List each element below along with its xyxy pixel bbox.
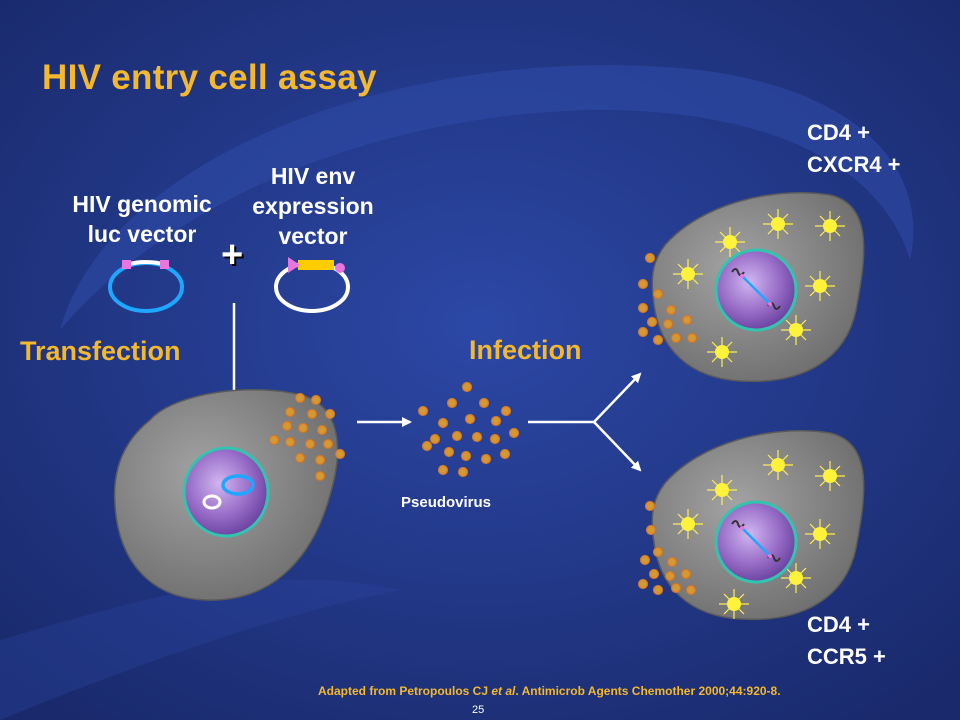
promoter-arrow [288, 257, 300, 273]
receptor-burst [673, 450, 845, 619]
receptor-burst [673, 209, 845, 367]
nuclear-plasmid-white [202, 494, 222, 510]
env-expression-plasmid [274, 257, 350, 313]
label-line: CCR5 + [807, 644, 886, 669]
integrated-provirus [731, 520, 781, 562]
plus-sign: + [221, 234, 244, 276]
page-number: 25 [472, 704, 485, 716]
ccr5-receptor-label: CD4 + CCR5 + [807, 609, 886, 673]
integrated-provirus [731, 268, 781, 310]
env-vector-label: HIV env expression vector [228, 161, 398, 251]
transfection-label: Transfection [20, 336, 181, 366]
citation-prefix: Adapted from Petropoulos CJ [318, 684, 492, 698]
env-gene-bar [298, 260, 334, 270]
nuclear-plasmid-blue [221, 474, 255, 496]
slide-title: HIV entry cell assay [42, 58, 377, 97]
target-cell-cxcr4 [651, 192, 865, 383]
label-line: HIV genomic [72, 191, 212, 217]
label-line: CXCR4 + [807, 152, 901, 177]
background-swoosh [60, 65, 914, 330]
plasmid-marker [160, 260, 169, 269]
plasmid-marker [122, 260, 131, 269]
target-cell-ccr5 [651, 430, 865, 621]
infection-label: Infection [469, 335, 582, 365]
pseudovirus-label: Pseudovirus [401, 494, 492, 511]
label-line: HIV env [270, 163, 356, 189]
cxcr4-receptor-label: CD4 + CXCR4 + [807, 117, 901, 181]
producer-cell [113, 388, 339, 601]
genomic-luc-plasmid [108, 260, 184, 313]
label-line: CD4 + [807, 612, 870, 637]
label-line: CD4 + [807, 120, 870, 145]
label-line: luc vector [87, 221, 197, 247]
label-line: vector [278, 223, 348, 249]
citation: Adapted from Petropoulos CJ et al. Antim… [318, 684, 781, 698]
plasmid-marker [335, 263, 345, 273]
label-line: expression [252, 193, 374, 219]
genomic-vector-label: HIV genomic luc vector [52, 189, 232, 249]
infection-branch-arrows [528, 372, 642, 472]
citation-suffix: . Antimicrob Agents Chemother 2000;44:92… [515, 684, 781, 698]
background-swoosh-lower [0, 579, 400, 720]
citation-etal: et al [491, 684, 516, 698]
